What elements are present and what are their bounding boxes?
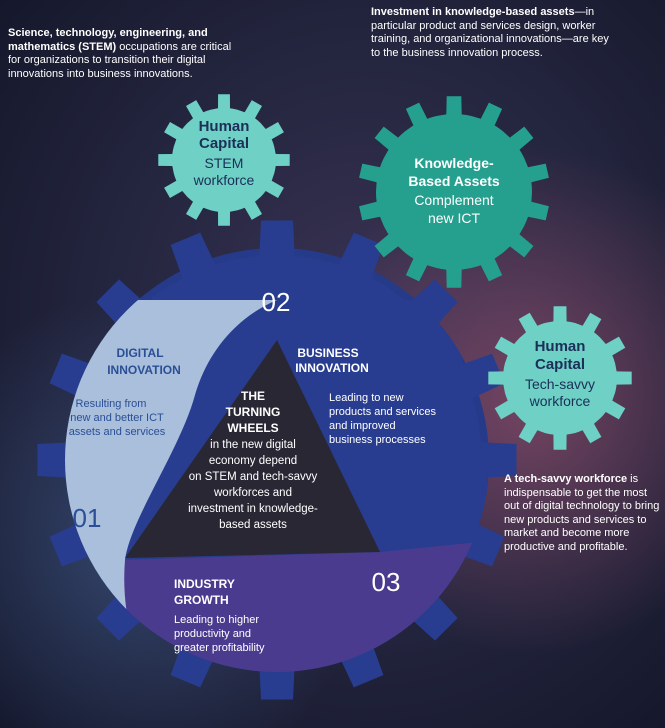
gear-knowledge-sub-1: Complement xyxy=(414,192,493,208)
segment-02-desc-2: products and services xyxy=(329,406,436,418)
center-line-5: investment in knowledge- xyxy=(188,503,318,515)
gear-human-capital-stem xyxy=(158,94,290,226)
note-stem: Science, technology, engineering, and ma… xyxy=(8,27,234,81)
gear-tech-title-1: Human xyxy=(535,338,586,355)
center-text: THE TURNING WHEELS in the new digital ec… xyxy=(188,389,318,531)
note-techsavvy: A tech-savvy workforce is indispensable … xyxy=(504,473,660,554)
gear-tech-sub-2: workforce xyxy=(529,393,591,409)
note-stem-bold: Science, technology, engineering, and ma… xyxy=(8,27,208,53)
segment-03-title-1: INDUSTRY xyxy=(174,577,235,591)
center-line-2: economy depend xyxy=(209,455,297,467)
center-title-3: WHEELS xyxy=(227,421,278,435)
segment-01-desc-2: new and better ICT xyxy=(70,412,164,424)
segment-03-text: 03 INDUSTRY GROWTH Leading to higher pro… xyxy=(174,567,400,654)
gear-stem-text: Human Capital STEM workforce xyxy=(193,118,255,188)
center-title-2: TURNING xyxy=(226,405,281,419)
segment-01-title-2: INNOVATION xyxy=(107,363,181,377)
segment-02-desc-1: Leading to new xyxy=(329,392,404,404)
segment-industry-growth xyxy=(120,540,489,672)
segment-03-desc-3: greater profitability xyxy=(174,642,265,654)
segment-01-number: 01 xyxy=(73,503,102,533)
center-triangle xyxy=(125,340,380,558)
center-line-4: workforces and xyxy=(213,487,292,499)
gear-stem-sub-1: STEM xyxy=(205,155,244,171)
segment-business-innovation xyxy=(120,300,489,552)
segment-01-desc-3: assets and services xyxy=(69,426,166,438)
gear-stem-sub-2: workforce xyxy=(193,172,255,188)
segment-01-title-1: DIGITAL xyxy=(116,346,163,360)
big-gear xyxy=(37,220,517,700)
note-investment-bold: Investment in knowledge-based assets xyxy=(371,6,575,18)
gear-stem-shape xyxy=(158,94,290,226)
segment-01-desc-1: Resulting from xyxy=(76,398,147,410)
gear-tech-shape xyxy=(488,306,632,450)
gear-stem-title-2: Capital xyxy=(199,135,249,152)
gear-stem-title-1: Human xyxy=(199,118,250,135)
note-techsavvy-rest: is indispensable to get the most out of … xyxy=(504,473,660,553)
center-line-6: based assets xyxy=(219,519,287,531)
gear-tech-sub-1: Tech-savvy xyxy=(525,376,595,392)
gear-knowledge-title-2: Based Assets xyxy=(408,173,500,189)
gear-tech-title-2: Capital xyxy=(535,356,585,373)
segment-01-text: DIGITAL INNOVATION Resulting from new an… xyxy=(69,346,181,533)
center-line-1: in the new digital xyxy=(210,439,296,451)
gear-human-capital-tech-savvy xyxy=(488,306,632,450)
center-line-3: on STEM and tech-savvy xyxy=(189,471,318,483)
segment-02-desc-3: and improved xyxy=(329,420,396,432)
segment-02-title-2: INNOVATION xyxy=(295,361,369,375)
gear-tech-text: Human Capital Tech-savvy workforce xyxy=(525,338,595,409)
note-investment: Investment in knowledge-based assets—in … xyxy=(371,6,611,60)
gear-knowledge-sub-2: new ICT xyxy=(428,210,481,226)
segment-03-desc-2: productivity and xyxy=(174,628,251,640)
segment-02-desc-4: business processes xyxy=(329,434,426,446)
gear-knowledge-text: Knowledge- Based Assets Complement new I… xyxy=(408,155,500,226)
gear-knowledge-based-assets xyxy=(359,96,549,288)
gear-knowledge-shape xyxy=(359,96,549,288)
gear-knowledge-title-1: Knowledge- xyxy=(414,155,494,171)
note-stem-rest: occupations are critical for organizatio… xyxy=(8,40,232,80)
center-title-1: THE xyxy=(241,389,265,403)
note-techsavvy-bold: A tech-savvy workforce xyxy=(504,473,628,485)
segment-03-title-2: GROWTH xyxy=(174,593,229,607)
segment-02-number: 02 xyxy=(262,287,291,317)
segment-02-title-1: BUSINESS xyxy=(297,346,358,360)
segment-03-desc-1: Leading to higher xyxy=(174,614,259,626)
segment-03-number: 03 xyxy=(372,567,401,597)
note-investment-rest: —in particular product and services desi… xyxy=(371,6,609,59)
segment-02-text: 02 BUSINESS INNOVATION Leading to new pr… xyxy=(262,287,437,446)
